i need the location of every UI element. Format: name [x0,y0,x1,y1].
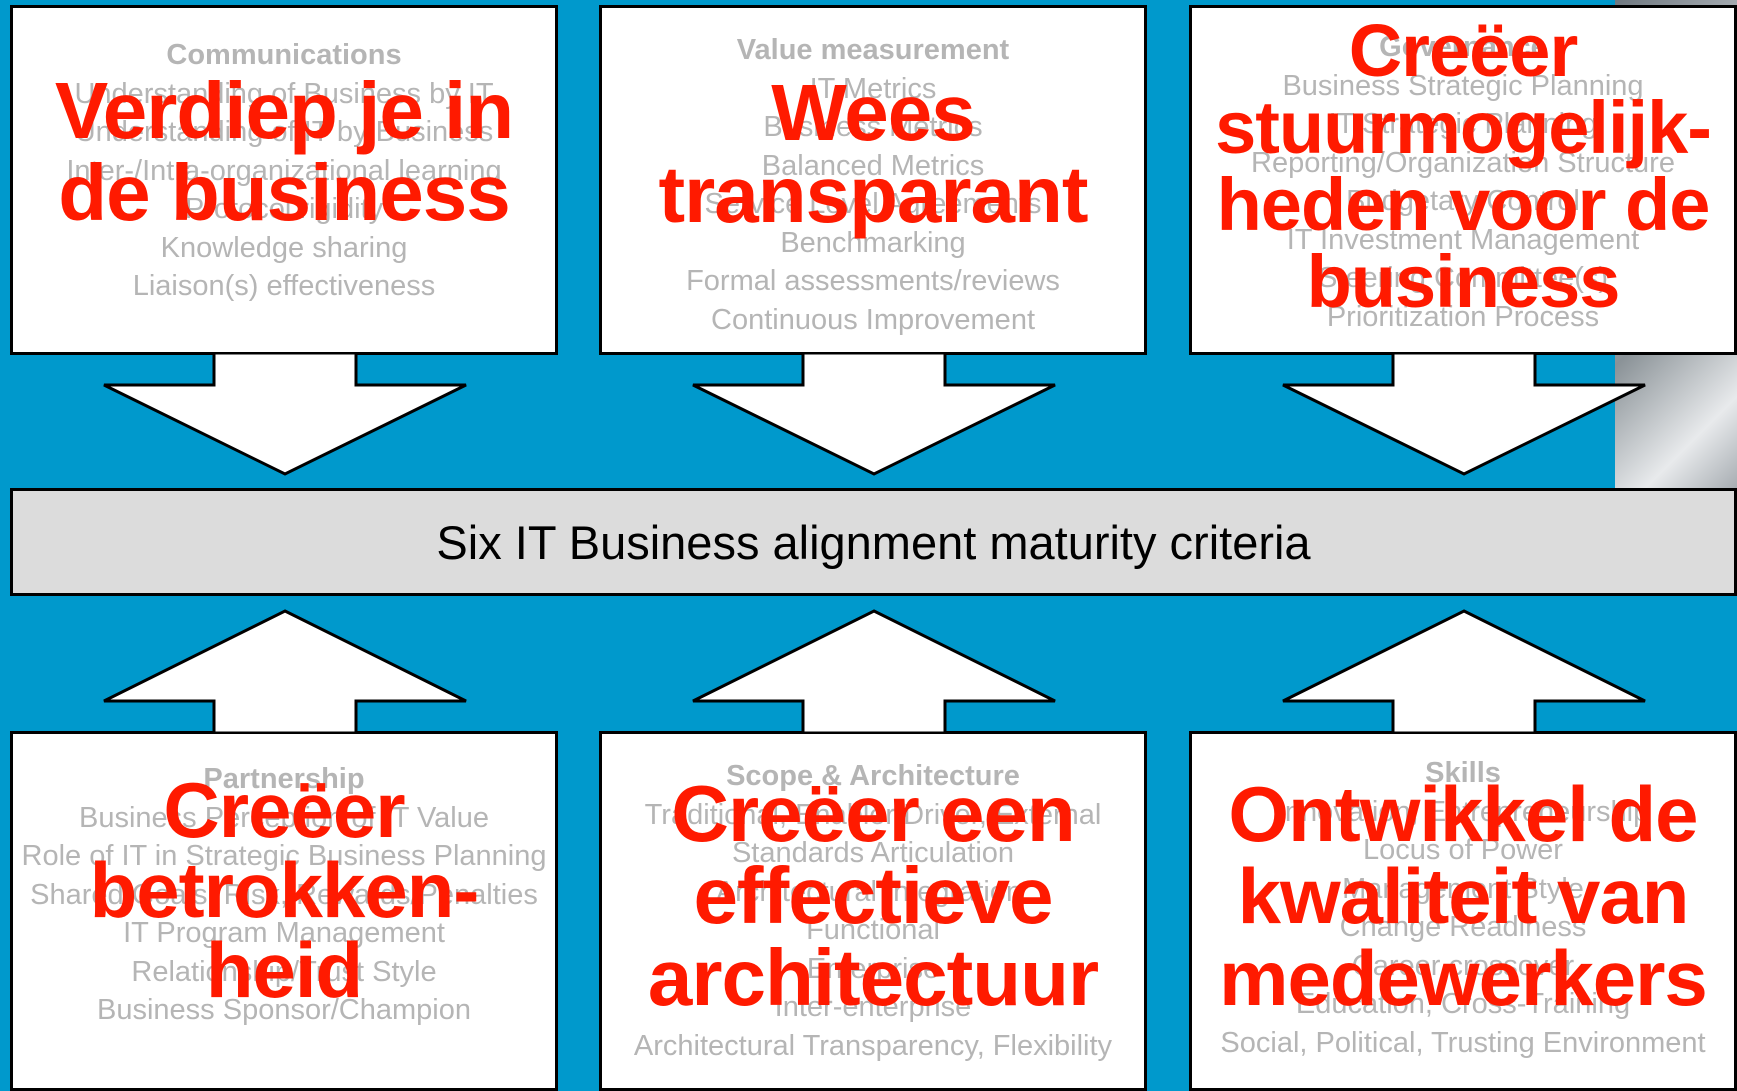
arrow-down-icon [1282,352,1646,476]
overlay-line: effectieve [693,851,1053,940]
overlay-line: Ontwikkel de [1228,770,1698,858]
overlay-line: Creëer [163,766,405,854]
panel-line: Enterprise [806,952,940,985]
panel-line: Inter-/Intra-organizational learning [66,154,502,187]
panel-line: Budgetary Control [1346,185,1580,217]
overlay-line: architectuur [647,933,1099,1022]
panel-line: Role of IT in Strategic Business Plannin… [21,840,547,872]
panel-line: Locus of Power [1363,834,1563,866]
overlay-line: Wees [771,68,976,157]
panel-line: Inter-enterprise [774,991,972,1023]
panel-line: Relationship/Trust Style [131,955,437,988]
panel-title: Skills [1425,757,1501,789]
overlay-line: Creëer [1348,9,1579,92]
panel-line: Management Style [1342,872,1584,905]
overlay-line: heid [205,926,363,1014]
panel-line: Architectural Transparency, Flexibility [633,1029,1113,1062]
panel-line: IT Metrics [809,72,937,105]
overlay-skills: Ontwikkel de kwaliteit van medewerkers [1179,773,1737,1019]
panel-line: Architectural Integration: [715,875,1031,908]
panel-line: Service Level Agreements [704,188,1042,220]
panel-line: Social, Political, Trusting Environment [1220,1026,1706,1059]
center-label: Six IT Business alignment maturity crite… [10,488,1737,596]
panel-line: Continuous Improvement [711,303,1035,336]
overlay-line: de business [58,148,510,237]
overlay-communications: Verdiep je in de business [10,70,558,234]
overlay-line: Verdiep je in [54,66,514,155]
overlay-partnership: Creëer betrokken- heid [10,770,558,1010]
panel-line: Benchmarking [780,226,966,259]
panel-line: Business Perception of IT Value [79,801,489,834]
panel-title: Scope & Architecture [726,760,1020,792]
panel-partnership: Partnership Business Perception of IT Va… [10,731,558,1091]
overlay-line: business [1306,240,1621,323]
panel-line: Understanding of Business by IT [74,77,494,110]
panel-skills: Skills Innovation, Entrepreneurship Locu… [1189,731,1737,1091]
panel-line: Steering Committee(s) [1317,262,1609,294]
overlay-value-measurement: Wees transparant [599,72,1147,236]
panel-line: Business Strategic Planning [1282,69,1644,102]
panel-line: Shared Goals, Risk, Rewards/Penalties [30,878,538,911]
overlay-line: stuurmogelijk- [1215,86,1712,169]
panel-line: Change Readiness [1339,911,1587,943]
overlay-line: medewerkers [1219,934,1708,1022]
panel-line: Liaison(s) effectiveness [132,270,436,302]
panel-line: Innovation, Entrepreneurship [1276,795,1650,828]
panel-line: Career crossover [1351,949,1575,982]
panel-line: Protocol rigidity [184,193,384,225]
panel-value-measurement: Value measurement IT Metrics Business Me… [599,5,1147,355]
panel-line: Understanding of IT by Business [74,116,494,148]
arrow-up-icon [692,609,1056,734]
panel-line: Reporting/Organization Structure [1251,146,1675,179]
panel-title: Partnership [203,763,365,795]
arrow-down-icon [692,352,1056,476]
arrow-down-icon [103,352,467,476]
arrow-up-icon [103,609,467,734]
overlay-line: kwaliteit van [1237,852,1690,940]
panel-line: Knowledge sharing [160,231,408,264]
overlay-line: heden voor de [1216,163,1711,246]
panel-line: Traditional, Enabler/Driver, External [644,798,1102,831]
panel-line: Functional [806,914,940,946]
panel-line: Business Metrics [763,111,983,143]
panel-line: IT Strategic Planning [1328,108,1598,140]
panel-title: Communications [166,39,402,71]
arrow-up-icon [1282,609,1646,734]
panel-title: Value measurement [736,34,1010,66]
panel-line: Standards Articulation [731,837,1015,869]
panel-line: Business Sponsor/Champion [97,994,471,1026]
panel-governance: Governance Business Strategic Planning I… [1189,5,1737,355]
overlay-line: betrokken- [89,846,480,934]
panel-line: Formal assessments/reviews [686,265,1060,297]
overlay-line: transparant [658,150,1088,239]
panel-line: Education, Cross-Training [1295,988,1631,1020]
overlay-line: Creëer een [671,769,1076,858]
panel-line: IT Investment Management [1286,223,1640,256]
panel-scope-architecture: Scope & Architecture Traditional, Enable… [599,731,1147,1091]
panel-title: Governance [1379,31,1547,63]
panel-communications: Communications Understanding of Business… [10,5,558,355]
overlay-scope-architecture: Creëer een effectieve architectuur [599,773,1147,1019]
overlay-governance: Creëer stuurmogelijk- heden voor de busi… [1159,12,1737,320]
panel-line: Balanced Metrics [761,149,985,182]
panel-line: IT Program Management [123,917,445,949]
panel-line: Prioritization Process [1326,300,1600,333]
